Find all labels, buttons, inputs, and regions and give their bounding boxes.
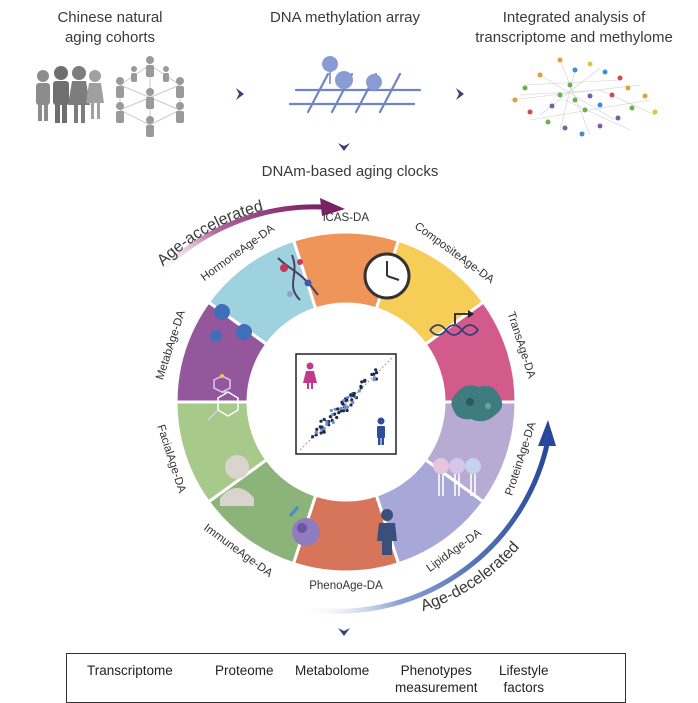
scatter-point <box>342 409 346 413</box>
scatter-point <box>339 409 343 413</box>
integrated-analysis-title: Integrated analysis of transcriptome and… <box>450 8 698 48</box>
age-decelerated-label: Age-decelerated <box>419 539 523 615</box>
scatter-point <box>345 408 349 413</box>
phenotypes-line1: Phenotypes <box>400 663 472 678</box>
scatter-point <box>360 380 364 384</box>
methylation-array-icon <box>288 56 422 114</box>
lifestyle-line1: Lifestyle <box>499 663 549 678</box>
molecule-icon <box>207 374 239 421</box>
dna-helix-icon <box>277 254 319 301</box>
scatter-point <box>322 426 326 431</box>
population-network-icon <box>116 56 184 137</box>
center-scatter-panel <box>295 353 397 455</box>
scatter-point <box>315 427 319 431</box>
scatter-point <box>335 415 339 420</box>
clock-icon <box>363 252 411 300</box>
proteome-label: Proteome <box>215 663 274 678</box>
label-icas-da: iCAS-DA <box>323 212 369 224</box>
scatter-point <box>345 398 349 402</box>
scatter-point <box>333 407 337 411</box>
lifestyle-line2: factors <box>503 680 545 695</box>
scatter-point <box>375 371 379 375</box>
aging-clocks-title: DNAm-based aging clocks <box>261 163 439 180</box>
scatter-point <box>311 435 315 439</box>
scatter-point <box>357 389 361 393</box>
lipid-icon <box>433 458 481 496</box>
person-icon <box>377 509 397 555</box>
phenotypes-line2: measurement <box>395 680 478 695</box>
scatter-point <box>372 378 376 382</box>
protein-icon <box>451 385 503 422</box>
scatter-point <box>337 411 341 415</box>
flow-arrow-down-2-icon <box>338 628 350 636</box>
scatter-point <box>322 417 326 422</box>
scatter-point <box>336 407 340 411</box>
scatter-point <box>325 420 329 424</box>
metabolome-label: Metabolome <box>295 663 370 678</box>
scatter-point <box>314 430 318 435</box>
scatter-point <box>342 398 346 403</box>
methylation-array-title: DNA methylation array <box>269 9 421 26</box>
scatter-point <box>319 419 323 423</box>
cohorts-title-line2: aging cohorts <box>64 29 156 46</box>
scatter-point <box>341 402 345 406</box>
scatter-point <box>314 433 318 437</box>
hormone-icon <box>210 304 252 342</box>
scatter-point <box>344 406 348 410</box>
age-decelerated-arrow <box>299 420 556 614</box>
scatter-point <box>351 393 356 398</box>
cohort-people-icon <box>36 66 104 123</box>
omics-box: Transcriptome Proteome Metabolome Phenot… <box>66 653 626 703</box>
label-phenoage-da: PhenoAge-DA <box>309 580 383 592</box>
face-icon <box>220 455 254 506</box>
scatter-point <box>331 420 335 424</box>
transcriptome-label: Transcriptome <box>87 663 173 678</box>
scatter-point <box>329 408 333 413</box>
integrated-title-line1: Integrated analysis of <box>502 9 646 26</box>
scatter-point <box>370 372 374 377</box>
flow-arrow-down-1-icon <box>338 143 350 151</box>
cohorts-title-line1: Chinese natural <box>57 9 163 26</box>
scatter-point <box>330 413 334 417</box>
scatter-point <box>351 400 355 404</box>
phenotypes-label: Phenotypes measurement <box>395 662 478 696</box>
transcription-icon <box>429 310 479 336</box>
integrated-title-line2: transcriptome and methylome <box>475 29 673 46</box>
lifestyle-label: Lifestyle factors <box>499 662 549 696</box>
male-icon <box>377 417 385 445</box>
scatter-point <box>359 384 363 388</box>
scatter-point <box>322 429 326 434</box>
cohorts-title: Chinese natural aging cohorts <box>30 8 190 48</box>
flow-arrow-1-icon <box>236 88 244 100</box>
age-accelerated-label: Age-accelerated <box>154 198 265 270</box>
scatter-point <box>349 393 353 397</box>
flow-arrow-2-icon <box>456 88 464 100</box>
scatter-point <box>363 378 367 382</box>
scatter-point <box>350 398 354 402</box>
scatter-point <box>349 403 353 407</box>
immune-cell-icon <box>288 506 320 546</box>
age-accelerated-arrow <box>153 198 345 280</box>
scatter-point <box>374 368 378 372</box>
integrated-network-icon <box>509 57 658 137</box>
scatter-point <box>320 425 324 429</box>
scatter-point <box>319 431 323 435</box>
scatter-point <box>339 406 343 410</box>
scatter-point <box>325 422 329 426</box>
female-icon <box>303 362 317 389</box>
